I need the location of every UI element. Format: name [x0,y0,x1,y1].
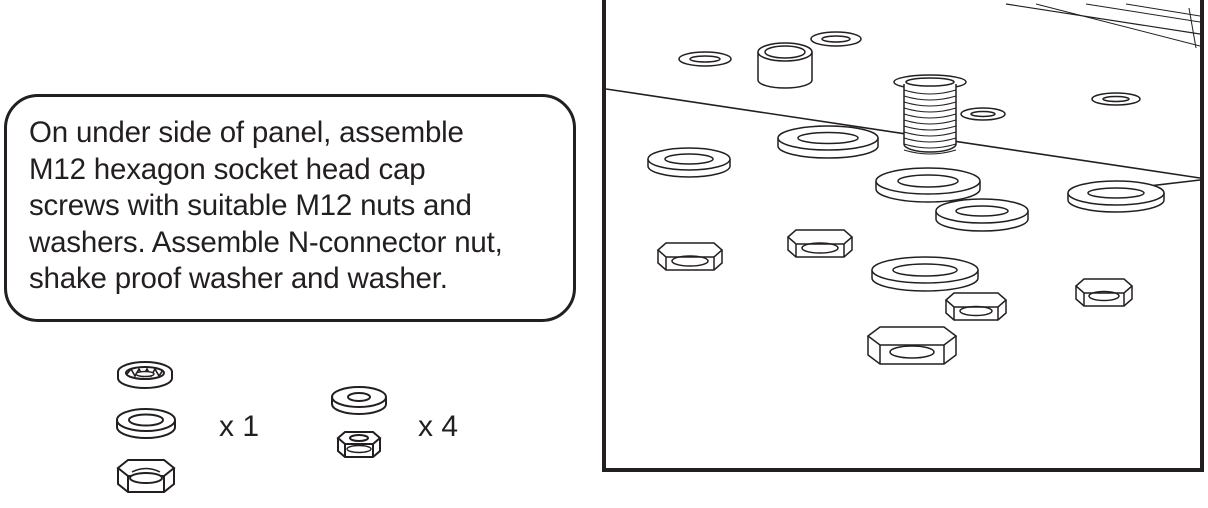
exploded-view [606,3,1200,365]
n-connector-nut-icon [116,459,176,493]
group-b-quantity: x 4 [418,410,459,443]
assembly-figure [602,0,1204,472]
parts-kit [116,361,387,493]
instruction-callout: On under side of panel, assemble M12 hex… [4,94,576,322]
instruction-line: screws with suitable M12 nuts and [29,189,472,222]
m12-washer-icon [331,386,387,415]
shake-proof-washer-icon [117,361,173,389]
instruction-line: shake proof washer and washer. [29,262,448,295]
top-washers [678,31,1141,121]
nuts [656,229,1134,365]
group-a-quantity: x 1 [219,410,260,443]
instruction-text: On under side of panel, assemble M12 hex… [29,115,569,298]
panel-outline [606,3,1200,189]
bottom-washers [647,125,1165,292]
washer-icon [116,408,176,439]
n-connector [893,74,967,155]
instruction-line: On under side of panel, assemble [29,116,464,149]
socket-head-screw [757,42,813,89]
instruction-line: washers. Assemble N-connector nut, [29,225,503,259]
instruction-line: M12 hexagon socket head cap [29,152,426,186]
m12-nut-icon [336,431,382,458]
